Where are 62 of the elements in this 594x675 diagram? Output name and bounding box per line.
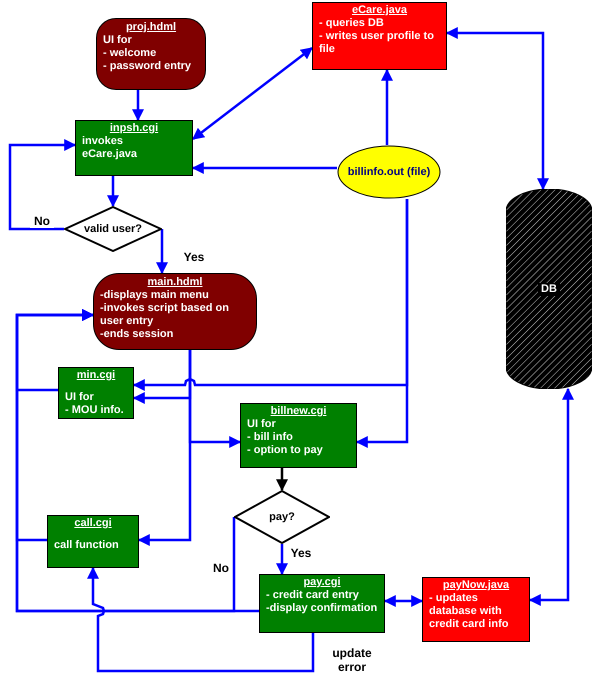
database-cylinder [506,189,592,389]
process-box [259,574,385,633]
arrow [8,139,76,230]
arrow [138,350,192,546]
node-text: DB [538,283,560,296]
node-text: billinfo.out (file) [348,166,430,178]
process-box [312,2,447,70]
rounded-box [96,18,206,90]
node-text: - option to pay [247,444,324,457]
node-title: inpsh.cgi [108,122,160,135]
node-text: - bill info [247,431,294,444]
arrow [132,90,144,122]
arrow [156,229,168,274]
rounded-box [93,273,257,350]
node-text: call function [54,539,120,552]
node-text: -invokes script based on user entry [100,302,230,328]
process-box [75,120,193,176]
node-text: UI for [65,391,95,404]
decision-diamond [234,490,330,544]
node-title: main.hdml [146,276,204,289]
node-title: min.cgi [76,369,116,382]
process-box [47,515,139,568]
node-text: UI for [103,34,133,47]
node-text: -display confirmation [266,602,378,615]
node-text: - writes user profile to file [319,30,435,56]
node-text: UI for [247,418,277,431]
node-text: pay? [269,510,295,524]
node-text: invokes [82,135,124,148]
arrow [528,388,574,606]
node-text: - MOU info. [65,404,125,417]
arrow [87,566,314,672]
process-box [422,577,530,642]
node-text: -ends session [100,328,174,341]
decision-diamond [64,206,162,252]
node-title: call.cgi [73,517,113,530]
node-text: eCare.java [82,148,138,161]
arrow [107,176,119,208]
process-box [240,403,357,468]
node-text: - credit card entry [266,589,360,602]
arrow [192,162,337,174]
arrow [381,68,393,145]
file-ellipse [337,145,441,199]
process-box [58,367,134,419]
node-text: - queries DB [319,17,385,30]
node-text: - updates database with credit card info [429,592,510,631]
node-text: valid user? [84,222,142,236]
arrow [276,544,288,576]
arrow [356,199,408,448]
node-title: billnew.cgi [270,405,328,418]
arrow [384,595,424,607]
node-title: pay.cgi [302,576,342,589]
arrow [276,468,288,492]
node-text: - password entry [103,60,192,73]
edge-label: No [30,214,54,228]
arrow [192,47,313,140]
arrow [446,27,549,190]
node-text: - welcome [103,47,158,60]
node-text: -displays main menu [100,289,210,302]
edge-label: Yes [288,546,314,560]
node-title: proj.hdml [124,21,178,34]
node-title: eCare.java [350,4,408,17]
node-title: payNow.java [442,579,510,592]
